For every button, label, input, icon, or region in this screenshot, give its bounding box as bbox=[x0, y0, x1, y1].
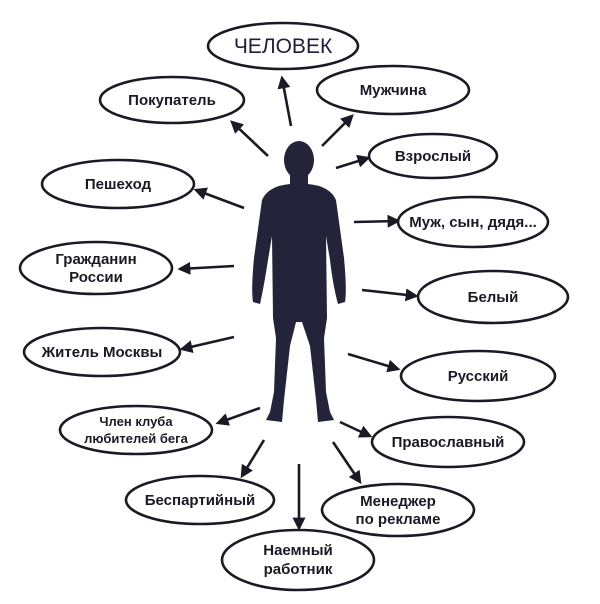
arrow-to-citizen bbox=[177, 261, 235, 275]
role-buyer-label: Покупатель bbox=[128, 92, 216, 109]
arrow-to-pedestrian bbox=[193, 187, 245, 210]
arrow-to-relative bbox=[353, 214, 401, 228]
role-club-member-label-line1: Член клуба bbox=[99, 414, 173, 429]
role-citizen-label-line1: Гражданин bbox=[55, 251, 136, 268]
arrow-to-manager bbox=[331, 441, 362, 485]
arrow-to-orthodox bbox=[339, 420, 373, 438]
role-man-label: Мужчина bbox=[360, 82, 427, 99]
role-white: Белый bbox=[416, 269, 570, 325]
role-citizen: Гражданин России bbox=[18, 240, 174, 296]
role-hired-employee: Наемный работник bbox=[220, 528, 376, 592]
role-adult: Взрослый bbox=[367, 132, 499, 180]
role-club-member: Член клуба любителей бега bbox=[58, 404, 214, 456]
role-man: Мужчина bbox=[315, 64, 471, 116]
role-orthodox-label: Православный bbox=[392, 434, 505, 451]
role-hired-employee-label-line2: работник bbox=[264, 561, 333, 578]
role-russian-label: Русский bbox=[448, 368, 509, 385]
role-moscow-resident-label: Житель Москвы bbox=[41, 344, 163, 361]
arrow-to-man bbox=[321, 114, 354, 147]
role-citizen-label-line2: России bbox=[69, 269, 123, 286]
role-nonpartisan: Беспартийный bbox=[124, 474, 276, 526]
role-pedestrian: Пешеход bbox=[40, 158, 196, 210]
title-node: ЧЕЛОВЕК bbox=[206, 21, 360, 71]
role-relative: Муж, сын, дядя... bbox=[396, 195, 550, 249]
role-white-label: Белый bbox=[468, 289, 519, 306]
arrow-to-adult bbox=[335, 154, 371, 170]
role-orthodox: Православный bbox=[370, 415, 526, 469]
role-russian: Русский bbox=[399, 349, 557, 403]
role-relative-label: Муж, сын, дядя... bbox=[409, 214, 537, 231]
arrow-to-title bbox=[277, 75, 293, 127]
role-nonpartisan-label: Беспартийный bbox=[145, 492, 256, 509]
title-label: ЧЕЛОВЕК bbox=[234, 35, 333, 58]
role-adult-label: Взрослый bbox=[395, 148, 471, 165]
role-pedestrian-label: Пешеход bbox=[85, 176, 152, 193]
role-hired-employee-label-line1: Наемный bbox=[263, 542, 333, 559]
role-manager: Менеджер по рекламе bbox=[320, 482, 476, 538]
role-manager-label-line2: по рекламе bbox=[356, 511, 441, 528]
arrow-to-white bbox=[361, 288, 419, 302]
arrow-to-club bbox=[215, 406, 261, 426]
arrow-to-russian bbox=[347, 352, 401, 373]
arrow-to-nonpartisan bbox=[240, 439, 266, 479]
role-manager-label-line1: Менеджер bbox=[360, 493, 436, 510]
arrow-to-moscow bbox=[179, 335, 235, 353]
human-silhouette-icon bbox=[252, 141, 346, 422]
role-moscow-resident: Житель Москвы bbox=[22, 326, 182, 378]
arrows bbox=[177, 75, 419, 531]
role-club-member-label-line2: любителей бега bbox=[84, 431, 188, 446]
role-buyer: Покупатель bbox=[98, 75, 246, 125]
arrow-to-buyer bbox=[230, 120, 269, 157]
